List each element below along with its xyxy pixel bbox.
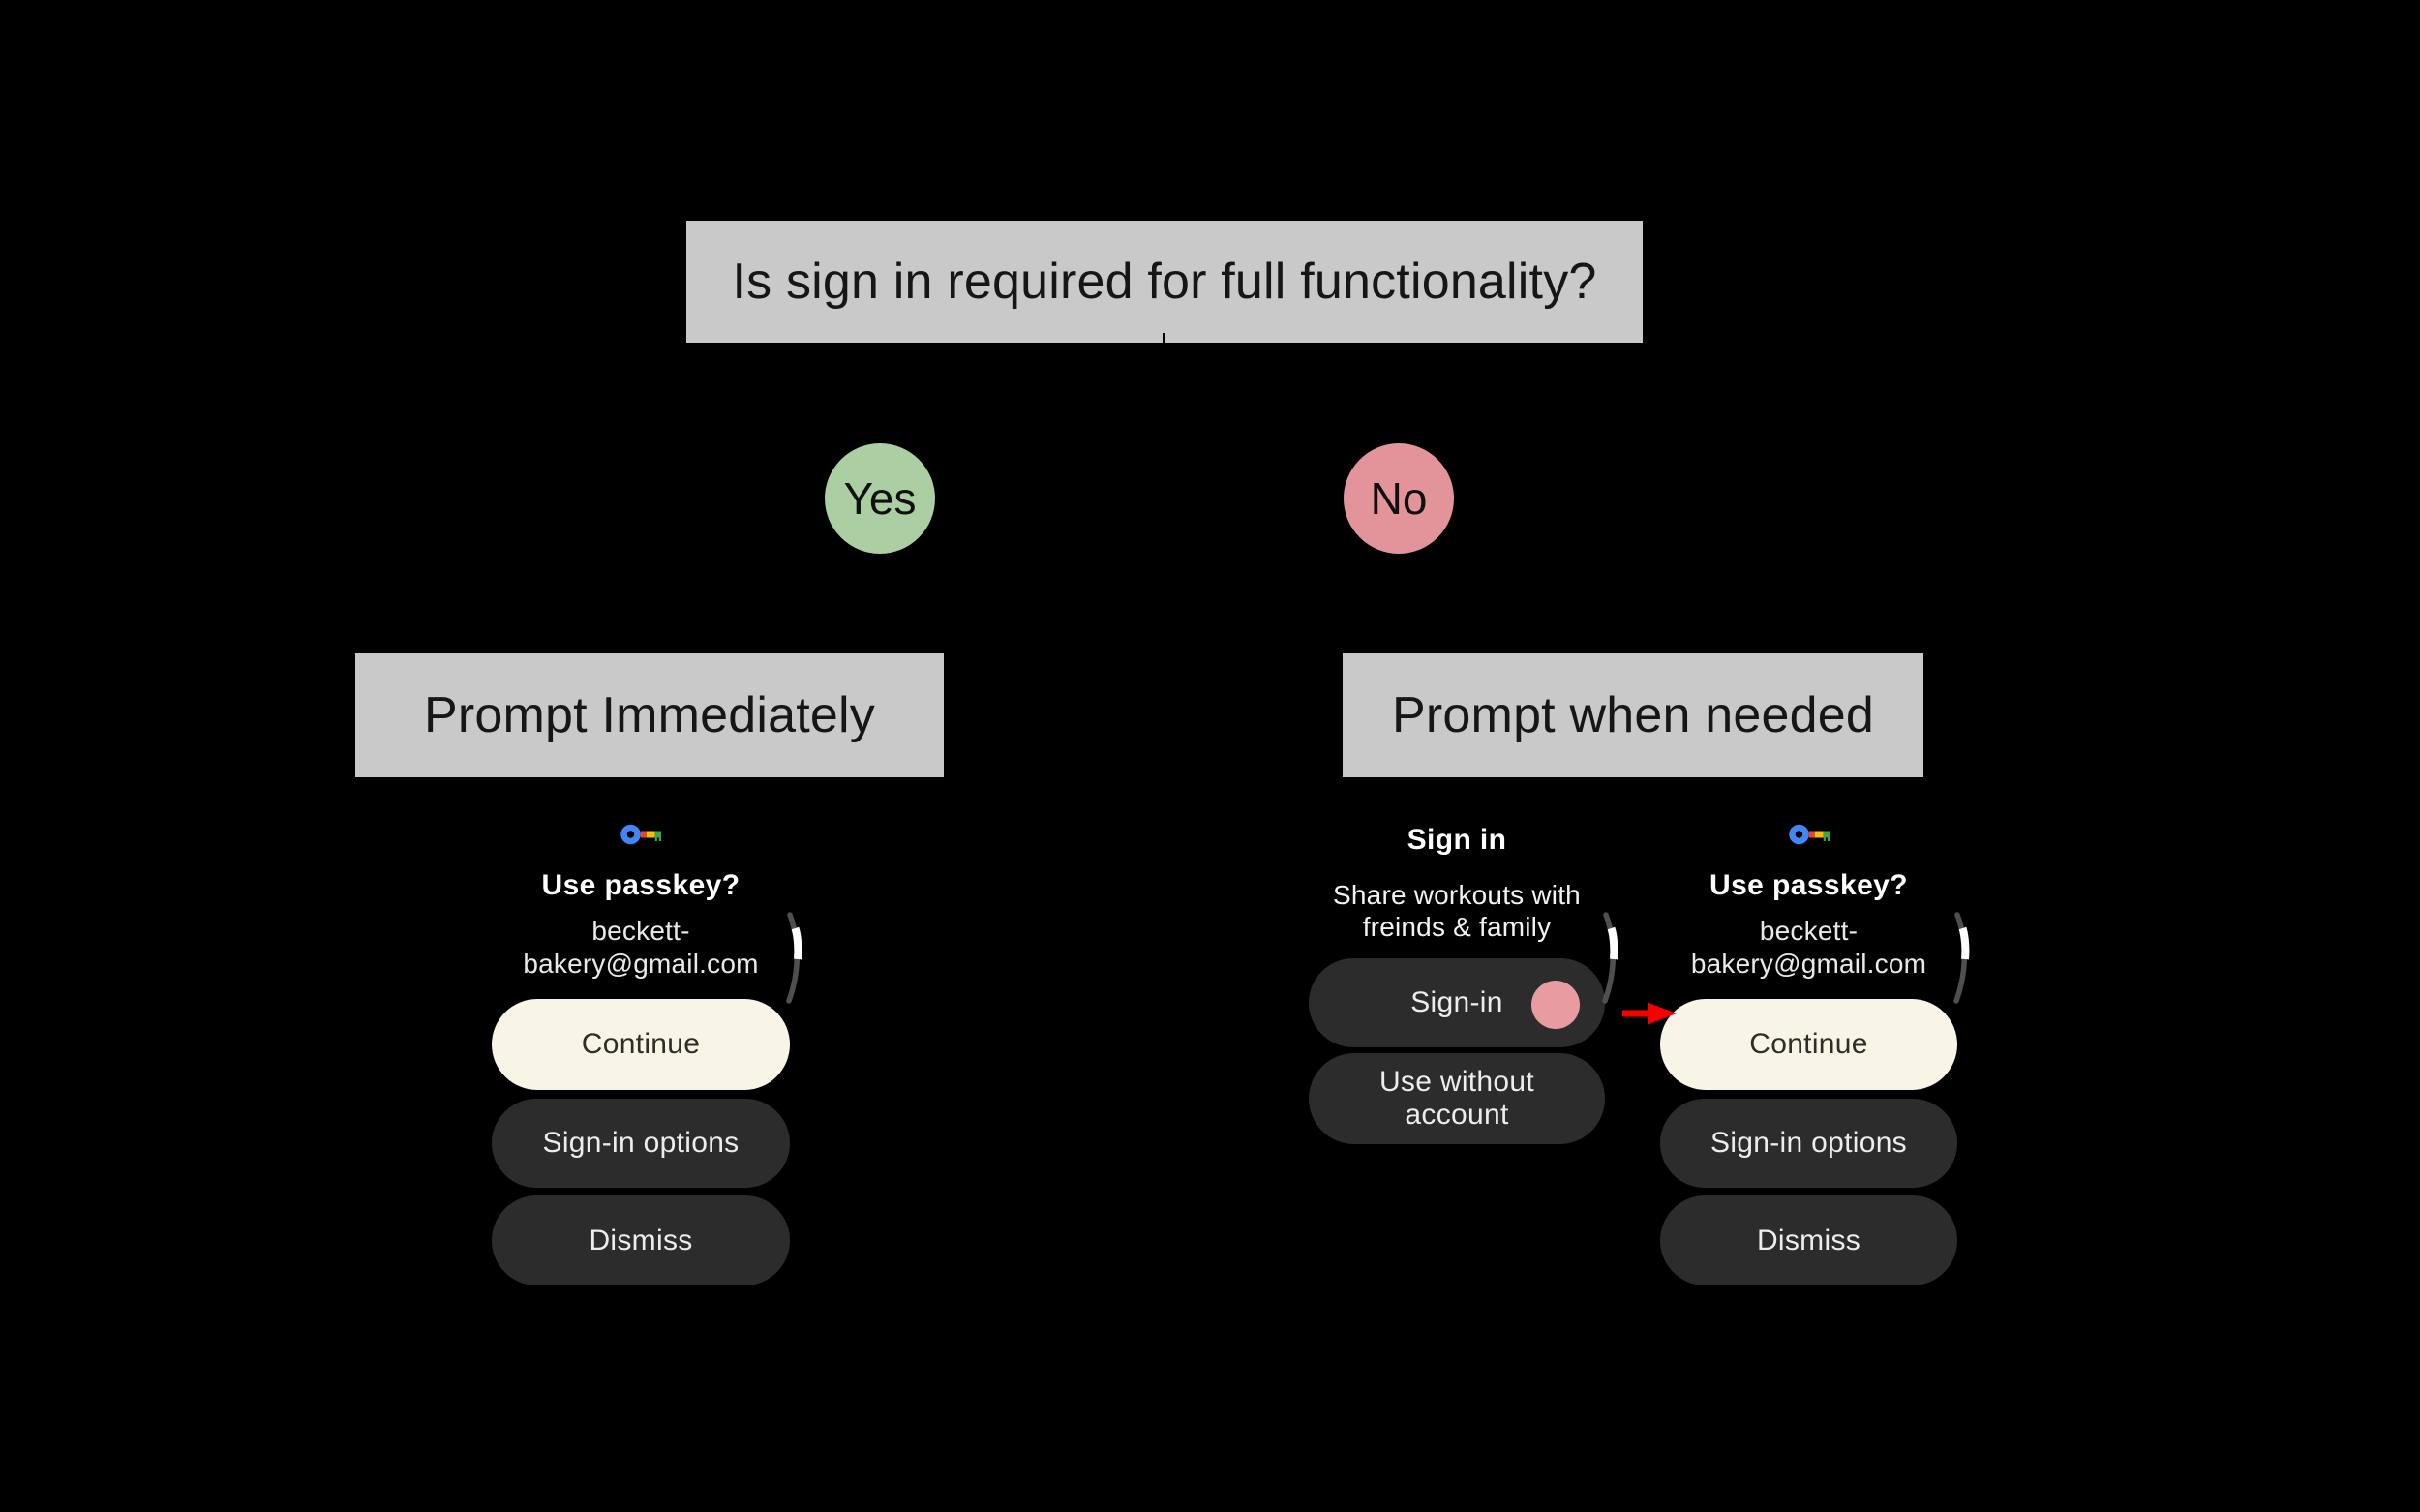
outcome-when-needed-text: Prompt when needed <box>1392 687 1874 743</box>
signin-options-button[interactable]: Sign-in options <box>1660 1099 1957 1188</box>
connector-stub <box>1163 333 1165 347</box>
dismiss-button[interactable]: Dismiss <box>1660 1195 1957 1285</box>
signin-subtitle: Share workouts with freinds & family <box>1251 879 1663 943</box>
watch-screen-passkey-right: Use passkey? beckett- bakery@gmail.com C… <box>1660 818 1957 1297</box>
scroll-indicator[interactable] <box>779 907 813 1009</box>
watch-screen-signin: Sign in Share workouts with freinds & fa… <box>1309 818 1605 1297</box>
yes-node: Yes <box>825 443 935 554</box>
outcome-immediate-text: Prompt Immediately <box>424 687 875 743</box>
use-without-line1: Use without <box>1378 1066 1535 1098</box>
watch-screen-passkey-left: Use passkey? beckett- bakery@gmail.com C… <box>492 818 790 1297</box>
signin-title: Sign in <box>1407 824 1507 856</box>
continue-button[interactable]: Continue <box>492 999 790 1090</box>
account-email-line2: bakery@gmail.com <box>523 949 759 979</box>
continue-button[interactable]: Continue <box>1660 999 1957 1090</box>
scroll-indicator[interactable] <box>1947 907 1981 1009</box>
no-label: No <box>1370 473 1428 524</box>
flow-arrow-icon <box>1622 1002 1677 1025</box>
dismiss-button[interactable]: Dismiss <box>492 1195 790 1285</box>
account-email: beckett- bakery@gmail.com <box>434 915 848 981</box>
account-email-line2: bakery@gmail.com <box>1690 949 1927 979</box>
signin-subtitle-line1: Share workouts with <box>1333 880 1581 910</box>
passkey-title: Use passkey? <box>541 869 741 901</box>
scroll-indicator[interactable] <box>1595 907 1629 1009</box>
use-without-account-button[interactable]: Use without account <box>1309 1053 1605 1144</box>
passkey-key-icon <box>492 822 790 847</box>
signin-options-button[interactable]: Sign-in options <box>492 1099 790 1188</box>
signin-button[interactable]: Sign-in <box>1309 958 1605 1047</box>
use-without-line2: account <box>1405 1099 1509 1131</box>
account-email-line1: beckett- <box>1759 916 1859 946</box>
passkey-title: Use passkey? <box>1709 869 1908 901</box>
account-email-line1: beckett- <box>591 916 690 946</box>
signin-subtitle-line2: freinds & family <box>1362 912 1552 942</box>
outcome-prompt-when-needed: Prompt when needed <box>1343 653 1923 777</box>
outcome-prompt-immediately: Prompt Immediately <box>355 653 944 777</box>
question-text: Is sign in required for full functionali… <box>732 254 1597 310</box>
account-email: beckett- bakery@gmail.com <box>1602 915 2015 981</box>
no-node: No <box>1344 443 1454 554</box>
yes-label: Yes <box>843 473 917 524</box>
question-box: Is sign in required for full functionali… <box>686 221 1643 343</box>
passkey-key-icon <box>1660 822 1957 847</box>
tap-indicator-icon <box>1531 981 1580 1029</box>
